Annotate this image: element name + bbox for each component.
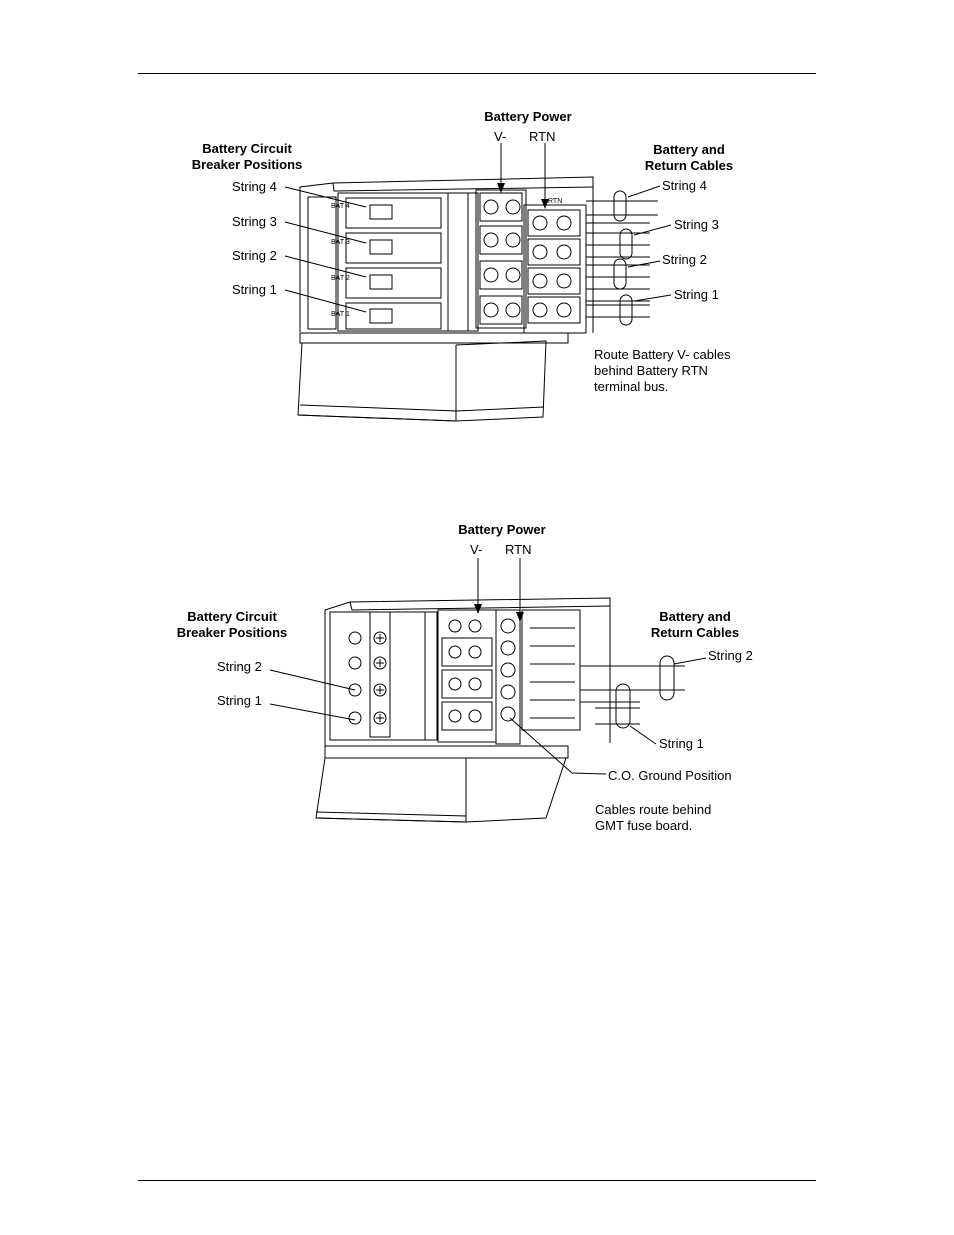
figure-bottom-breaker-diagram: Battery Power V- RTN Battery Circuit Bre… — [170, 518, 760, 836]
left-string-label: String 3 — [232, 214, 277, 229]
left-string-label: String 2 — [232, 248, 277, 263]
routing-note: Route Battery V- cables behind Battery R… — [594, 347, 754, 395]
v-minus-label: V- — [494, 129, 507, 144]
battery-power-title: Battery Power — [484, 109, 572, 124]
breaker-positions-title-line2: Breaker Positions — [191, 157, 303, 172]
right-string-label: String 2 — [708, 648, 753, 663]
return-cables-title-line2: Return Cables — [650, 625, 740, 640]
figure-bottom-drawing — [269, 558, 707, 823]
left-string-label: String 1 — [232, 282, 277, 297]
routing-note-line1: Cables route behind — [595, 802, 712, 817]
figure-top-drawing — [284, 143, 672, 422]
routing-note-line2: behind Battery RTN — [594, 363, 708, 378]
routing-note-line2: GMT fuse board. — [595, 818, 693, 833]
right-string-label: String 2 — [662, 252, 707, 267]
left-string-label: String 4 — [232, 179, 277, 194]
routing-note: Cables route behind GMT fuse board. — [595, 802, 755, 834]
header-rule — [138, 73, 816, 74]
footer-rule — [138, 1180, 816, 1181]
breaker-positions-title-line1: Battery Circuit — [202, 141, 292, 156]
return-cables-title-line2: Return Cables — [644, 158, 734, 173]
bat-label: BAT 1 — [331, 311, 350, 318]
breaker-positions-title: Battery Circuit Breaker Positions — [170, 609, 294, 641]
return-cables-title-line1: Battery and — [659, 609, 731, 624]
co-ground-label: C.O. Ground Position — [608, 768, 732, 783]
routing-note-line1: Route Battery V- cables — [594, 347, 731, 362]
right-string-label: String 4 — [662, 178, 707, 193]
rtn-label: RTN — [505, 542, 532, 557]
return-cables-title: Battery and Return Cables — [640, 609, 750, 641]
left-string-label: String 2 — [217, 659, 262, 674]
rtn-label: RTN — [529, 129, 556, 144]
right-string-label: String 1 — [674, 287, 719, 302]
bat-label: BAT 3 — [331, 239, 350, 246]
figure-top-breaker-diagram: Battery Power V- RTN Battery Circuit Bre… — [188, 105, 748, 435]
breaker-positions-title-line1: Battery Circuit — [187, 609, 277, 624]
v-minus-label: V- — [470, 542, 483, 557]
bat-label: BAT 4 — [331, 203, 350, 210]
rtn-bus-label: RTN — [548, 198, 563, 205]
return-cables-title-line1: Battery and — [653, 142, 725, 157]
right-string-label: String 1 — [659, 736, 704, 751]
left-string-label: String 1 — [217, 693, 262, 708]
right-string-label: String 3 — [674, 217, 719, 232]
breaker-positions-title-line2: Breaker Positions — [176, 625, 288, 640]
routing-note-line3: terminal bus. — [594, 379, 669, 394]
battery-power-title: Battery Power — [458, 522, 546, 537]
bat-label: BAT 2 — [331, 275, 350, 282]
breaker-positions-title: Battery Circuit Breaker Positions — [188, 141, 306, 173]
return-cables-title: Battery and Return Cables — [634, 142, 744, 174]
